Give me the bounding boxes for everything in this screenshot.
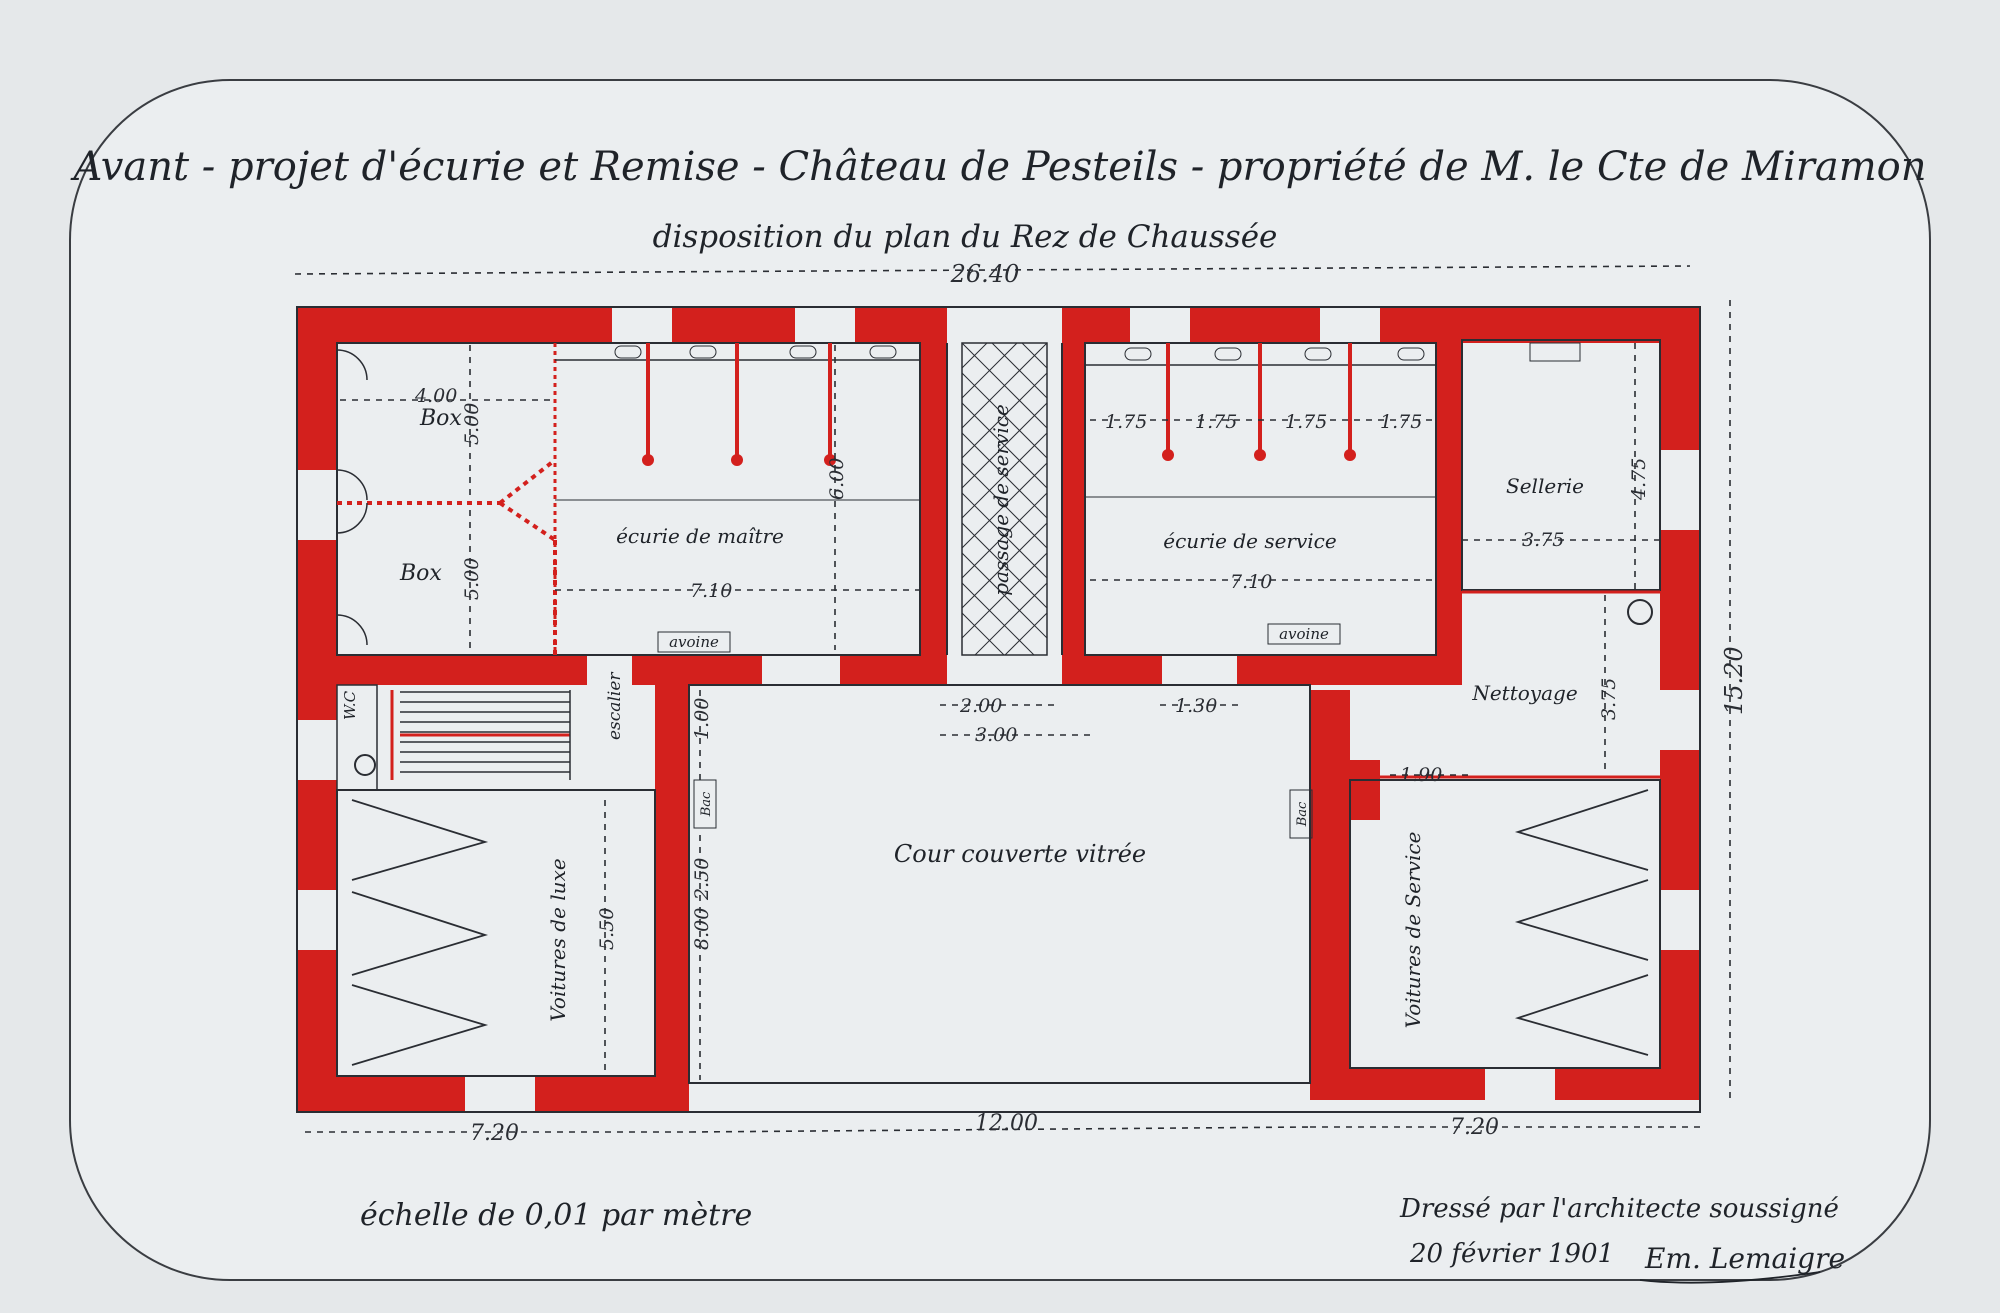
outlines: [296, 306, 1701, 1113]
pump-icon: [1627, 599, 1653, 625]
stall-4-dim: 1.75: [1380, 411, 1422, 433]
voitures-depth-dim: 5.50: [596, 908, 618, 950]
box-top-label: Box: [419, 406, 462, 431]
overall-width-line: [294, 265, 1691, 275]
ecurie-service-length-dim: 7.10: [1230, 571, 1272, 593]
nettoyage-depth-dim: 3.75: [1598, 678, 1620, 720]
overall-depth-label: 15.20: [1720, 646, 1748, 715]
ecurie-service-label: écurie de service: [1163, 529, 1336, 553]
avoine-right-label: avoine: [1279, 625, 1329, 643]
scale-note: échelle de 0,01 par mètre: [360, 1198, 752, 1233]
ecurie-maitre-label: écurie de maître: [616, 524, 784, 548]
bac-right-label: Bac: [1295, 801, 1310, 827]
box-width-dim: 4.00: [414, 385, 457, 407]
left-250-dim: 2.50: [691, 858, 713, 901]
cour-label: Cour couverte vitrée: [894, 840, 1146, 868]
ecurie-maitre-depth-dim: 6.00: [826, 458, 848, 500]
box-bottom-depth-dim: 5.00: [461, 558, 483, 600]
passage-hatch: [961, 342, 1048, 656]
rounded-frame: [69, 79, 1931, 1281]
stall-2-dim: 1.75: [1195, 411, 1237, 433]
staircase: [336, 684, 571, 791]
left-800-dim: 8.00: [691, 908, 713, 950]
plan-subtitle: disposition du plan du Rez de Chaussée: [653, 219, 1278, 255]
plan-title: Avant - projet d'écurie et Remise - Chât…: [70, 144, 1927, 190]
ecurie-maitre-length-dim: 7.10: [690, 580, 732, 602]
door-190-dim: 1.90: [1400, 764, 1442, 786]
avoine-left-box: [657, 631, 731, 653]
door-130-dim: 1.30: [1175, 695, 1217, 717]
nettoyage-label: Nettoyage: [1471, 681, 1577, 705]
stalls-right: [1085, 343, 1436, 498]
bottom-mid-dim: 12.00: [975, 1111, 1038, 1136]
box-bottom-label: Box: [399, 561, 442, 586]
avoine-right-box: [1267, 623, 1341, 645]
carriage-symbols: [351, 789, 1649, 1066]
right-partitions: [1350, 342, 1660, 779]
signature-date: 20 février 1901: [1409, 1239, 1614, 1269]
wc-label: W.C: [341, 690, 359, 720]
stall-1-dim: 1.75: [1105, 411, 1147, 433]
voitures-luxe-label: Voitures de luxe: [546, 858, 570, 1021]
signature-flourish: [1639, 1271, 1821, 1284]
bac-left-label: Bac: [699, 791, 714, 817]
overall-width-label: 26.40: [950, 260, 1020, 288]
avoine-left-label: avoine: [669, 633, 719, 651]
escalier-label: escalier: [605, 672, 625, 740]
signature-name: Em. Lemaigre: [1644, 1242, 1845, 1275]
window-openings: [297, 307, 1700, 1112]
bottom-left-dim: 7.20: [470, 1121, 519, 1146]
stalls-left: [336, 343, 920, 655]
box-top-depth-dim: 5.00: [461, 403, 483, 445]
voitures-service-label: Voitures de Service: [1401, 832, 1425, 1029]
door-2-dim: 2.00: [959, 695, 1002, 717]
bottom-right-dim: 7.20: [1450, 1115, 1499, 1140]
internal-dimension-lines: [305, 343, 1700, 1133]
sellerie-width-dim: 3.75: [1522, 529, 1564, 551]
stall-3-dim: 1.75: [1285, 411, 1327, 433]
bac-left-box: [693, 779, 717, 829]
sellerie-depth-dim: 4.75: [1628, 458, 1650, 501]
passage-label: passage de service: [989, 404, 1013, 596]
bac-right-box: [1289, 789, 1313, 839]
door-3-dim: 3.00: [975, 724, 1017, 746]
left-100-dim: 1.00: [691, 698, 713, 740]
signature-line1: Dressé par l'architecte soussigné: [1399, 1194, 1839, 1224]
sellerie-label: Sellerie: [1506, 474, 1584, 498]
